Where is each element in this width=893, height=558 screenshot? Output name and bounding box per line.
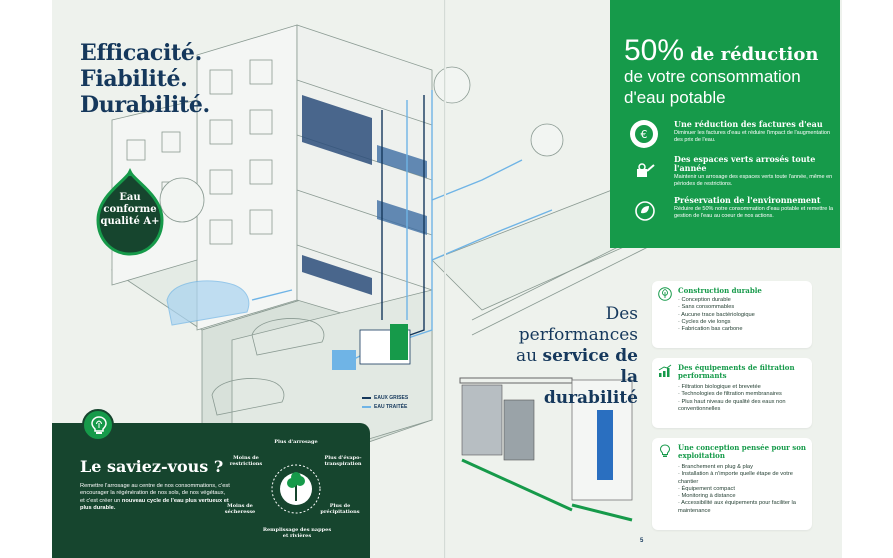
legend-swatch-grey <box>362 397 371 399</box>
card-list-item: Branchement en plug & play <box>678 464 808 471</box>
did-you-know-panel: Le saviez-vous ? Remettre l'arrosage au … <box>52 409 370 558</box>
card-list: Conception durable Sans consommables Auc… <box>678 297 808 333</box>
card-list-item: Cycles de vie longs <box>678 319 808 326</box>
benefit-title: Des espaces verts arrosés toute l'année <box>674 154 816 173</box>
performances-line-2-bold: service de la <box>542 346 638 387</box>
headline-line-3: Durabilité. <box>80 92 210 118</box>
card-list-item: Fabrication bas carbone <box>678 326 808 333</box>
water-drop-badge-icon <box>96 168 164 256</box>
reduction-title: 50% de réduction <box>624 34 818 68</box>
card-list-item: Monitoring à distance <box>678 493 808 500</box>
reduction-sub-1: de votre consommation <box>624 67 801 86</box>
badge-line-3: qualité A+ <box>100 216 160 227</box>
reduction-title-rest: de réduction <box>690 44 819 65</box>
card-list-item: Technologies de filtration membranaires <box>678 391 808 398</box>
growth-chart-icon <box>658 364 672 377</box>
benefit-description: Maintenir un arrosage des espaces verts … <box>674 174 833 187</box>
card-list-item: Plus haut niveau de qualité des eaux non… <box>678 399 808 414</box>
card-list-item: Équipement compact <box>678 486 808 493</box>
euro-coin-icon: € <box>630 120 658 148</box>
cycle-label-right: Plus de précipitations <box>320 503 360 515</box>
card-title: Construction durable <box>678 286 762 295</box>
cycle-label-top-right: Plus d'évapo-transpiration <box>324 455 362 467</box>
card-list: Filtration biologique et brevetée Techno… <box>678 384 808 413</box>
page-number: 5 <box>640 538 644 544</box>
legend-label-treated: EAU TRAITÉE <box>374 404 408 410</box>
benefit-title: Une réduction des factures d'eau <box>674 119 823 129</box>
legend-label-grey: EAUX GRISES <box>374 395 409 401</box>
card-list-item: Sans consommables <box>678 304 808 311</box>
badge-line-2: conforme <box>103 204 157 215</box>
benefit-description: Diminuer les factures d'eau et réduire l… <box>674 130 831 143</box>
card-list-item: Installation à n'importe quelle étape de… <box>678 471 808 486</box>
benefit-title: Préservation de l'environnement <box>674 195 821 205</box>
cycle-label-top-left: Moins de restrictions <box>229 455 263 467</box>
card-list-item: Filtration biologique et brevetée <box>678 384 808 391</box>
legend-swatch-treated <box>362 406 371 408</box>
performances-line-3: durabilité <box>543 388 638 408</box>
card-list-item: Conception durable <box>678 297 808 304</box>
did-you-know-title: Le saviez-vous ? <box>80 457 224 476</box>
card-title: Des équipements de filtration performant… <box>678 363 795 380</box>
cycle-label-top: Plus d'arrosage <box>274 439 318 445</box>
watering-can-icon <box>630 155 658 183</box>
reduction-sub-2: d'eau potable <box>624 88 726 107</box>
water-quality-badge: Eau conforme qualité A+ <box>92 168 168 258</box>
performances-line-2-prefix: au <box>516 346 543 366</box>
water-cycle-diagram <box>271 464 321 514</box>
card-list-item: Aucune trace bactériologique <box>678 312 808 319</box>
performances-line-2: au service de la <box>494 346 638 388</box>
reduction-panel: 50% de réduction de votre consommation d… <box>610 0 840 248</box>
badge-text: Eau conforme qualité A+ <box>98 192 162 228</box>
card-filtration: Des équipements de filtration performant… <box>652 358 812 428</box>
performances-line-1: Des performances <box>518 304 638 345</box>
reduction-subtitle: de votre consommation d'eau potable <box>624 66 801 108</box>
reduction-percent: 50% <box>624 34 685 67</box>
card-exploitation: Une conception pensée pour son exploitat… <box>652 438 812 530</box>
pipe-legend: EAUX GRISES EAU TRAITÉE <box>362 395 408 413</box>
headline-line-1: Efficacité. <box>80 40 202 66</box>
did-you-know-text-plain: Remettre l'arrosage au centre de nos con… <box>80 483 230 504</box>
lightbulb-icon <box>659 444 671 457</box>
planet-leaf-icon <box>630 196 658 224</box>
badge-line-1: Eau <box>119 192 141 203</box>
card-construction: Construction durable Conception durable … <box>652 281 812 348</box>
benefit-description: Réduire de 50% notre consommation d'eau … <box>674 206 834 219</box>
legend-grey-water: EAUX GRISES <box>362 395 408 401</box>
svg-text:€: € <box>641 128 648 141</box>
performances-title: Des performances au service de la durabi… <box>494 304 638 409</box>
did-you-know-text: Remettre l'arrosage au centre de nos con… <box>80 483 230 512</box>
cycle-label-bottom: Remplissage des nappes et rivières <box>262 527 332 539</box>
headline-line-2: Fiabilité. <box>80 66 188 92</box>
card-list-item: Accessibilité aux équipements pour facil… <box>678 500 808 515</box>
page-fold <box>444 0 446 558</box>
card-list: Branchement en plug & play Installation … <box>678 464 808 515</box>
card-title: Une conception pensée pour son exploitat… <box>678 443 807 460</box>
headline: Efficacité. Fiabilité. Durabilité. <box>80 40 210 118</box>
legend-treated-water: EAU TRAITÉE <box>362 404 408 410</box>
lightbulb-leaf-icon <box>82 409 114 441</box>
leaf-icon <box>658 287 672 301</box>
cycle-label-left: Moins de sécheresse <box>224 503 256 515</box>
did-you-know-text-bold: nouveau cycle de l'eau plus vertueux et … <box>80 497 229 511</box>
